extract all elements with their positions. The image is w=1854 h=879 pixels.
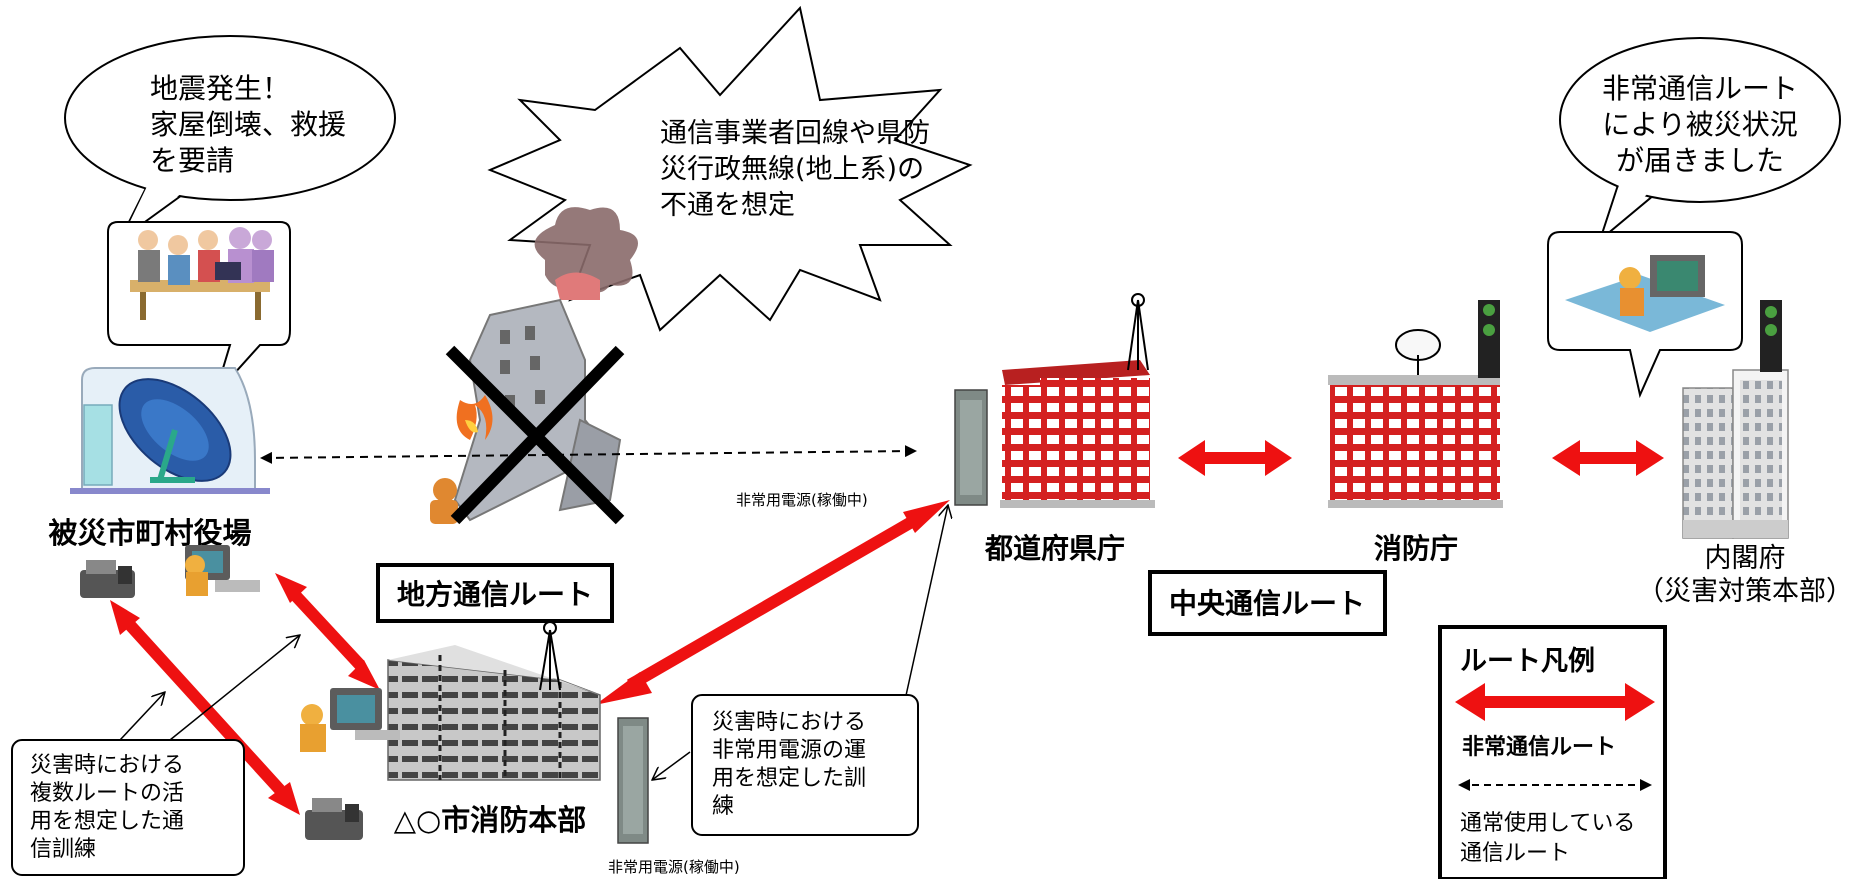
emergency-route-municipal-firehq: [275, 573, 380, 690]
multi-route-note-line-2: 複数ルートの活: [30, 781, 184, 806]
burst-line-1: 通信事業者回線や県防: [660, 118, 930, 149]
route-legend: ルート凡例 非常通信ルート 通常使用している 通信ルート: [1438, 625, 1667, 879]
node-municipal-label: 被災市町村役場: [48, 516, 251, 550]
burst-line-2: 災行政無線(地上系)の: [660, 154, 924, 185]
fire-hq-building: [387, 621, 649, 844]
legend-emergency-label: 非常通信ルート: [1462, 734, 1616, 760]
fire-hq-fax-icon: [305, 798, 363, 840]
central-route-label: 中央通信ルート: [1169, 587, 1365, 620]
legend-normal-label-2: 通信ルート: [1460, 841, 1570, 866]
cabinet-building: [1682, 300, 1789, 539]
node-fire-hq-label: △○市消防本部: [394, 803, 587, 837]
node-cabinet-label: 内閣府: [1705, 543, 1786, 574]
cabinet-speech-bubble: 非常通信ルート により被災状況 が届きました: [1559, 37, 1841, 243]
legend-normal-label-1: 通常使用している: [1460, 811, 1635, 836]
municipal-speech-bubble: 地震発生！ 家屋倒壊、救援 を要請: [64, 35, 396, 241]
prefecture-building: [954, 293, 1155, 508]
cabinet-bubble-line-3: が届きました: [1616, 144, 1784, 177]
central-route-label-box: 中央通信ルート: [1148, 570, 1387, 636]
municipal-computer-icon: [185, 545, 260, 596]
prefecture-power-label: 非常用電源(稼働中): [736, 491, 868, 509]
local-route-label-box: 地方通信ルート: [376, 563, 614, 623]
emergency-route-firehq-prefecture: [595, 500, 950, 705]
power-note-line-1: 災害時における: [712, 710, 866, 735]
emergency-route-fax-link: [110, 600, 300, 815]
power-note-line-3: 用を想定した訓: [712, 766, 866, 791]
local-route-label: 地方通信ルート: [397, 578, 593, 611]
power-note-line-2: 非常用電源の運: [712, 738, 866, 763]
fire-hq-power-label: 非常用電源(稼働中): [608, 858, 740, 876]
normal-route-line: [260, 445, 917, 464]
fire-hq-computer-icon: [300, 688, 400, 752]
operator-illustration: [1547, 231, 1743, 399]
multi-route-note-line-3: 用を想定した通: [30, 809, 184, 834]
cabinet-bubble-line-2: により被災状況: [1602, 108, 1797, 141]
emergency-route-prefecture-fdma: [1178, 440, 1292, 476]
meeting-illustration: [107, 221, 291, 396]
municipal-bubble-line-3: を要請: [150, 144, 234, 177]
municipal-bubble-line-1: 地震発生！: [150, 72, 290, 105]
legend-emergency-arrow-icon: [1455, 683, 1655, 721]
node-prefecture-label: 都道府県庁: [984, 532, 1125, 565]
multi-route-note: 災害時における 複数ルートの活 用を想定した通 信訓練: [11, 635, 300, 876]
fdma-building: [1328, 300, 1503, 508]
cabinet-bubble-line-1: 非常通信ルート: [1602, 72, 1798, 105]
power-training-note: 災害時における 非常用電源の運 用を想定した訓 練: [652, 505, 948, 836]
legend-title: ルート凡例: [1460, 646, 1595, 677]
multi-route-note-line-1: 災害時における: [30, 753, 184, 778]
municipal-office-building: [70, 367, 270, 494]
emergency-route-fdma-cabinet: [1552, 440, 1664, 476]
outage-cross-mark: [445, 345, 625, 525]
municipal-bubble-line-2: 家屋倒壊、救援: [150, 108, 346, 141]
node-cabinet-sublabel: （災害対策本部）: [1637, 576, 1853, 607]
multi-route-note-line-4: 信訓練: [30, 837, 96, 862]
municipal-fax-icon: [80, 560, 135, 598]
burst-line-3: 不通を想定: [660, 190, 795, 221]
node-fdma-label: 消防庁: [1374, 532, 1458, 565]
power-note-line-4: 練: [712, 794, 734, 819]
